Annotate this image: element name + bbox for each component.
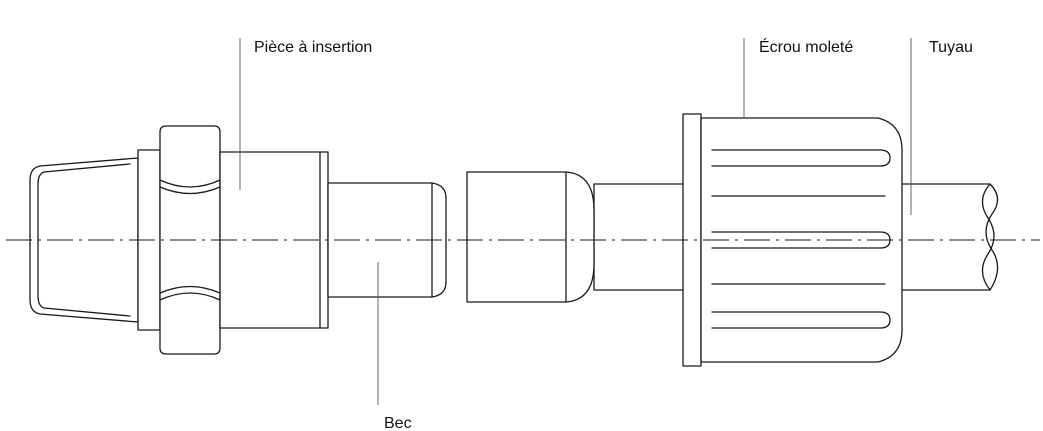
hex-nut-upper-facet-2 (159, 186, 221, 195)
label-insert-piece: Pièce à insertion (254, 39, 372, 56)
hex-nut-lower-facet-2 (159, 285, 221, 294)
knurl-rib-top (711, 149, 891, 167)
sleeve (466, 171, 595, 303)
hex-nut-upper-facet (159, 179, 221, 188)
label-nozzle: Bec (384, 415, 412, 431)
label-hose: Tuyau (929, 39, 973, 56)
knurl-rib-bottom (711, 311, 891, 329)
threaded-nose (29, 157, 139, 323)
label-knurled-nut: Écrou moleté (759, 37, 853, 56)
hose-break-line (981, 183, 995, 291)
hex-nut-lower-facet (159, 292, 221, 301)
